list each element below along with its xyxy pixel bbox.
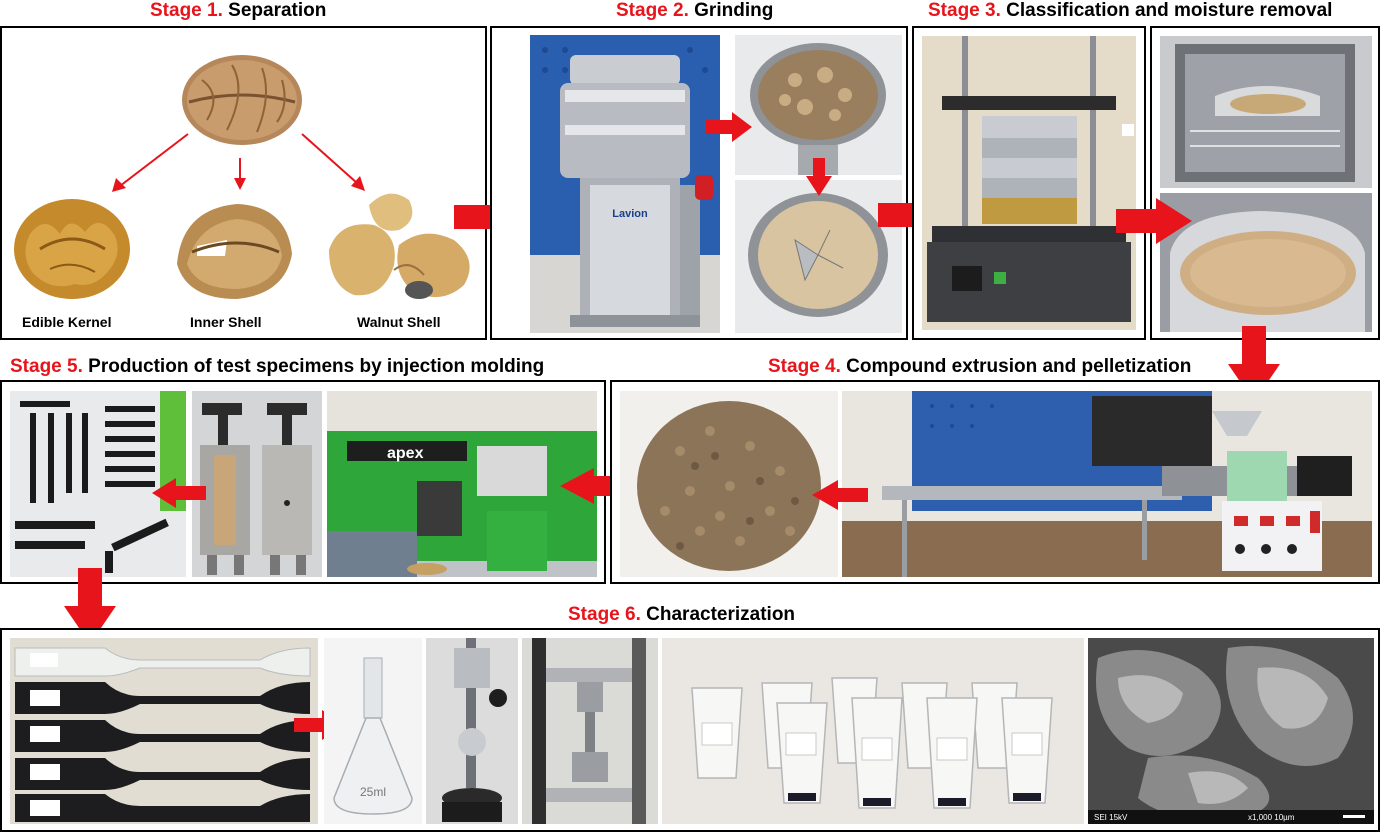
tensile-specimens-photo (10, 638, 318, 824)
stage1-label: Separation (228, 0, 326, 21)
hardness-tester-photo (426, 638, 518, 824)
stage3-oven-panel (1150, 26, 1380, 340)
water-absorption-cups-photo (662, 638, 1084, 824)
sem-micrograph-photo: SEI 15kV x1,000 10µm (1088, 638, 1374, 824)
stage5-panel: apex (0, 380, 606, 584)
stage3-sieve-panel (912, 26, 1146, 340)
sem-kv-label: SEI 15kV (1094, 813, 1128, 822)
pellets-photo (620, 391, 838, 577)
stage6-title: Stage 6. Characterization (568, 604, 795, 626)
sieve-shaker-photo (922, 36, 1136, 330)
arrow-grinder-to-chips (704, 110, 754, 144)
stage3-title: Stage 3. Classification and moisture rem… (928, 0, 1332, 22)
inner-shell-caption: Inner Shell (190, 314, 262, 330)
stage2-label: Grinding (694, 0, 773, 21)
stage6-panel: 25ml (0, 628, 1380, 832)
injection-machine-photo: apex (327, 391, 597, 577)
ground-chips-photo (735, 35, 902, 175)
stage1-title: Stage 1. Separation (150, 0, 326, 22)
stage2-panel: Lavion (490, 26, 908, 340)
stage1-panel: Edible Kernel Inner Shell Walnut Shell (0, 26, 487, 340)
arrow-sieve-to-oven (1114, 196, 1194, 246)
stage3-number: Stage 3. (928, 0, 1001, 21)
arrow-chips-to-powder (804, 156, 834, 198)
extruder-photo (842, 391, 1372, 577)
grinder-brand-label: Lavion (612, 208, 648, 220)
pycnometer-photo: 25ml (324, 638, 422, 824)
kernel-caption: Edible Kernel (22, 314, 111, 330)
universal-testing-machine-photo (522, 638, 658, 824)
walnut-shell-caption: Walnut Shell (357, 314, 440, 330)
machine-brand-label: apex (387, 445, 424, 462)
flask-volume-label: 25ml (360, 785, 386, 799)
stage4-number: Stage 4. (768, 356, 841, 377)
stage5-label: Production of test specimens by injectio… (88, 356, 544, 377)
mold-cavity-photo (192, 391, 322, 577)
stage2-number: Stage 2. (616, 0, 689, 21)
stage5-title: Stage 5. Production of test specimens by… (10, 356, 544, 378)
stage2-title: Stage 2. Grinding (616, 0, 773, 22)
split-arrows (2, 28, 489, 342)
arrow-extruder-to-pellets (810, 478, 870, 512)
grinder-machine-photo: Lavion (530, 35, 720, 333)
stage3-label: Classification and moisture removal (1006, 0, 1332, 21)
stage6-label: Characterization (646, 604, 795, 625)
stage4-panel (610, 380, 1380, 584)
stage4-label: Compound extrusion and pelletization (846, 356, 1191, 377)
oven-photo (1160, 36, 1372, 188)
stage6-number: Stage 6. (568, 604, 641, 625)
stage5-number: Stage 5. (10, 356, 83, 377)
sem-mag-label: x1,000 10µm (1248, 813, 1295, 822)
stage4-title: Stage 4. Compound extrusion and pelletiz… (768, 356, 1191, 378)
stage1-number: Stage 1. (150, 0, 223, 21)
arrow-mold-to-specimens (150, 476, 208, 510)
